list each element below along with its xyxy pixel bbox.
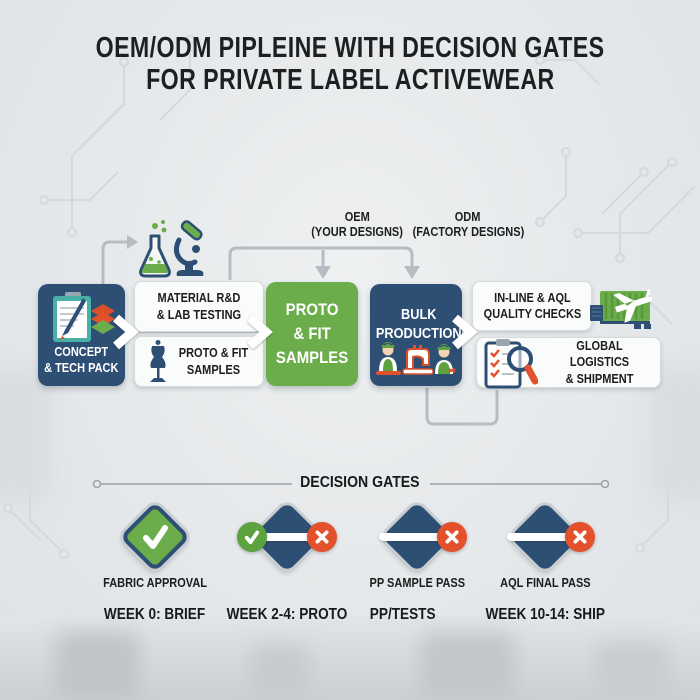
gate-label: FABRIC APPROVAL — [103, 576, 207, 590]
shipping-container-plane-icon — [590, 289, 653, 329]
photo-blob — [55, 632, 140, 700]
gate-week-label: PP/TESTS — [370, 606, 436, 623]
stage-bulk-label: BULK PRODUCTION — [375, 307, 462, 342]
mannequin-icon — [150, 340, 166, 382]
lab-flask-microscope-icon — [139, 220, 204, 278]
fail-badge — [565, 522, 595, 552]
cross-icon — [445, 530, 459, 544]
stage-material-rd: MATERIAL R&D & LAB TESTING — [134, 281, 264, 332]
check-icon — [143, 525, 168, 549]
gate-bar — [507, 533, 583, 541]
stage-concept-tech-pack: CONCEPT & TECH PACK — [38, 284, 125, 386]
photo-blob — [250, 645, 310, 700]
gate-week-label: WEEK 10-14: SHIP — [485, 606, 605, 623]
chevron-arrow-icon — [113, 314, 139, 350]
workers-sewing-icon — [376, 342, 456, 375]
fail-badge — [437, 522, 467, 552]
gate-bar — [249, 533, 325, 541]
odm-branch-label: ODM (FACTORY DESIGNS) — [412, 210, 524, 239]
gate-week-label: WEEK 2-4: PROTO — [226, 606, 348, 623]
page-title-line1: OEM/ODM PIPLEINE WITH DECISION GATES — [95, 32, 605, 64]
gate-label: AQL FINAL PASS — [499, 576, 591, 590]
stage-material-label: MATERIAL R&D & LAB TESTING — [156, 291, 242, 322]
cross-icon — [573, 530, 587, 544]
stage-bulk-production: BULK PRODUCTION — [370, 284, 462, 386]
chevron-arrow-icon — [247, 314, 273, 350]
decision-gate-pp-sample: PP SAMPLE PASS PP/TESTS — [342, 500, 492, 650]
fail-badge — [307, 522, 337, 552]
photo-blob — [650, 370, 700, 500]
photo-blob — [0, 370, 50, 500]
oem-branch-label: OEM (YOUR DESIGNS) — [311, 210, 403, 239]
stage-quality-checks: IN-LINE & AQL QUALITY CHECKS — [472, 281, 592, 331]
stage-proto-fit-samples: PROTO & FIT SAMPLES — [134, 336, 264, 387]
chevron-arrow-icon — [452, 314, 478, 350]
stage-proto-fit-label: PROTO & FIT SAMPLES — [178, 346, 248, 377]
page-title-line2: FOR PRIVATE LABEL ACTIVEWEAR — [145, 64, 555, 96]
pass-badge — [237, 522, 267, 552]
stage-global-logistics: GLOBAL LOGISTICS & SHIPMENT — [476, 337, 661, 389]
gate-label — [212, 576, 362, 590]
gate-bar — [379, 533, 455, 541]
cross-icon — [315, 530, 329, 544]
photo-blob — [595, 642, 670, 700]
stage-logistics-label: GLOBAL LOGISTICS & SHIPMENT — [565, 339, 634, 386]
checklist-magnifier-icon — [484, 339, 538, 389]
decision-gates-header: DECISION GATES — [300, 474, 420, 491]
gate-week-label: WEEK 0: BRIEF — [104, 606, 206, 623]
gate-label: PP SAMPLE PASS — [369, 576, 465, 590]
photo-blob — [420, 633, 515, 700]
decision-gate-proto: WEEK 2-4: PROTO — [212, 500, 362, 650]
clipboard-pen-icon — [53, 292, 115, 342]
decision-gate-aql-final: AQL FINAL PASS WEEK 10-14: SHIP — [470, 500, 620, 650]
stage-proto-green-label: PROTO & FIT SAMPLES — [275, 300, 349, 367]
stage-proto-fit-green: PROTO & FIT SAMPLES — [266, 282, 358, 386]
check-icon — [244, 530, 260, 545]
decision-gate-fabric-approval: FABRIC APPROVAL WEEK 0: BRIEF — [80, 500, 230, 650]
stage-quality-label: IN-LINE & AQL QUALITY CHECKS — [483, 290, 581, 321]
stage-concept-label: CONCEPT & TECH PACK — [44, 344, 119, 375]
